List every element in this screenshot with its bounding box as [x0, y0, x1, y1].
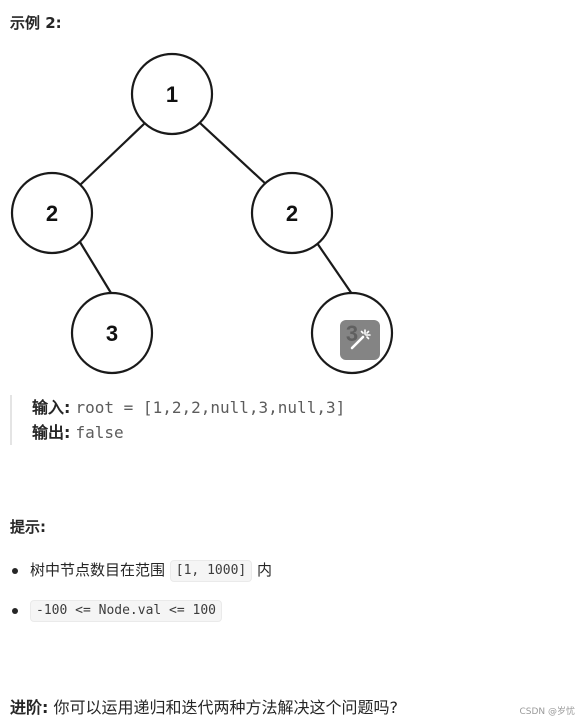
- magic-wand-button[interactable]: [340, 320, 380, 360]
- advanced-text: 你可以运用递归和迭代两种方法解决这个问题吗?: [53, 698, 399, 717]
- hint-code-val-range: -100 <= Node.val <= 100: [30, 599, 223, 622]
- advanced-section: 进阶: 你可以运用递归和迭代两种方法解决这个问题吗?: [10, 694, 398, 718]
- hints-list: 树中节点数目在范围 [1, 1000] 内 -100 <= Node.val <…: [10, 556, 272, 636]
- hint-item-node-count: 树中节点数目在范围 [1, 1000] 内: [10, 556, 272, 584]
- output-label: 输出:: [32, 423, 71, 442]
- edge-root-left: [79, 122, 146, 186]
- input-label: 输入:: [32, 398, 71, 417]
- edge-left-leftright: [79, 241, 112, 294]
- example-io-block: 输入: root = [1,2,2,null,3,null,3] 输出: fal…: [10, 395, 345, 445]
- hint-code-range: [1, 1000]: [169, 559, 253, 582]
- tree-node-root: 1: [130, 52, 214, 136]
- hint-item-node-val: -100 <= Node.val <= 100: [10, 596, 272, 624]
- bullet-icon: [12, 568, 18, 574]
- example-title: 示例 2:: [10, 14, 62, 32]
- bullet-icon: [12, 608, 18, 614]
- advanced-label: 进阶:: [10, 698, 49, 717]
- edge-right-rightright: [316, 242, 353, 295]
- hint-text-prefix: 树中节点数目在范围: [30, 561, 170, 579]
- example-output-line: 输出: false: [32, 420, 345, 445]
- output-value: false: [75, 423, 124, 442]
- input-value: root = [1,2,2,null,3,null,3]: [75, 398, 346, 417]
- example-input-line: 输入: root = [1,2,2,null,3,null,3]: [32, 395, 345, 420]
- hints-title: 提示:: [10, 518, 46, 536]
- tree-node-value: 1: [166, 82, 178, 107]
- tree-node-left: 2: [10, 171, 94, 255]
- watermark: CSDN @岁忧: [519, 707, 575, 717]
- tree-node-value: 2: [286, 201, 298, 226]
- tree-node-value: 2: [46, 201, 58, 226]
- magic-wand-icon: [350, 329, 371, 350]
- tree-node-value: 3: [106, 321, 118, 346]
- tree-node-left-right: 3: [70, 291, 154, 375]
- edge-root-right: [199, 122, 269, 187]
- tree-node-right: 2: [250, 171, 334, 255]
- hint-text-suffix: 内: [252, 561, 273, 579]
